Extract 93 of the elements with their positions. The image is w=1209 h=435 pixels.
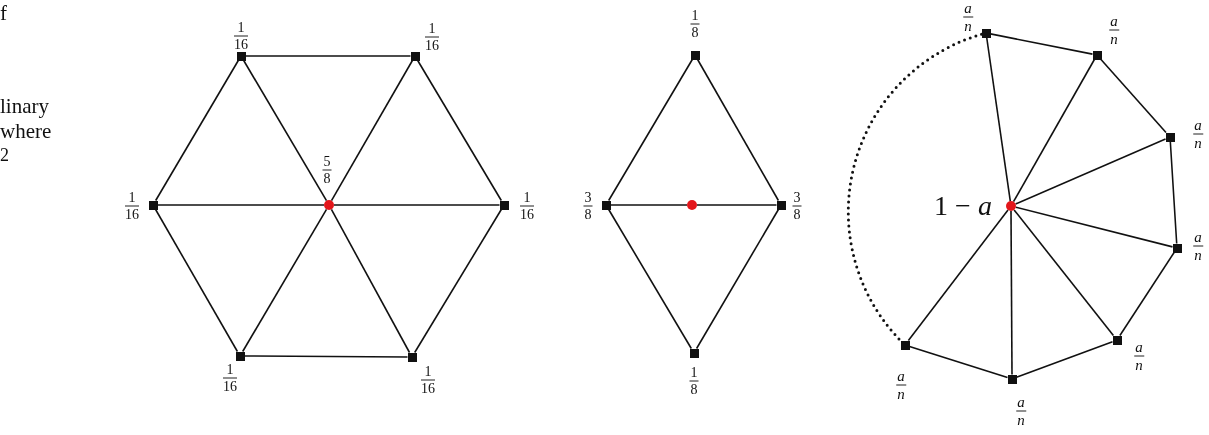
graph-edge: [1015, 340, 1114, 379]
vertex-marker: [981, 28, 991, 38]
graph-edge: [1015, 206, 1174, 248]
graph-edge: [416, 59, 503, 202]
fraction-numerator: 1: [234, 20, 248, 37]
graph-edge: [907, 209, 1009, 342]
text-fragment: f: [0, 3, 7, 24]
fraction-denominator: 16: [125, 206, 139, 222]
vertex-marker: [407, 352, 417, 362]
vertex-marker: [776, 200, 786, 210]
graph-edge: [607, 208, 693, 350]
fraction-numerator: a: [963, 0, 973, 18]
vertex-marker: [601, 200, 611, 210]
graph-edge: [333, 204, 501, 206]
fraction-denominator: n: [1016, 411, 1026, 428]
fraction-denominator: 8: [322, 170, 332, 186]
fraction-numerator: a: [1193, 117, 1203, 135]
fraction-numerator: 1: [520, 190, 534, 207]
graph-edge: [1012, 58, 1096, 203]
vertex-marker: [690, 50, 700, 60]
fraction-denominator: 8: [792, 206, 802, 222]
graph-edge: [154, 208, 239, 353]
center-dot: [324, 200, 334, 210]
center-dot: [1006, 201, 1016, 211]
fraction-numerator: 1: [223, 362, 237, 379]
graph-edge: [607, 58, 694, 202]
vertex-marker: [1165, 132, 1175, 142]
weight-label: 1 − a: [934, 192, 992, 220]
text-fragment: where: [0, 121, 52, 142]
vertex-marker: [900, 340, 910, 350]
fraction-numerator: 1: [690, 8, 700, 25]
graph-edge: [1119, 251, 1175, 337]
graph-edge: [696, 58, 780, 202]
graph-edge: [154, 59, 240, 202]
fraction-numerator: 5: [322, 154, 332, 171]
graph-edge: [330, 59, 414, 202]
vertex-marker: [235, 351, 245, 361]
fraction-numerator: 1: [421, 364, 435, 381]
graph-edge: [695, 208, 780, 350]
text-fragment: 2: [0, 146, 9, 164]
fraction-denominator: 16: [223, 378, 237, 394]
fraction-numerator: 3: [792, 190, 802, 207]
fraction-denominator: n: [1109, 30, 1119, 47]
fraction-denominator: n: [1134, 356, 1144, 373]
fraction-denominator: n: [896, 385, 906, 402]
graph-edge: [243, 355, 409, 358]
graph-edge: [242, 59, 328, 202]
vertex-marker: [1007, 374, 1017, 384]
fraction-numerator: a: [1134, 339, 1144, 357]
fraction-denominator: 8: [689, 381, 699, 397]
fraction-numerator: a: [896, 368, 906, 386]
fraction-numerator: 3: [583, 190, 593, 207]
fraction-denominator: n: [1193, 246, 1203, 263]
graph-edge: [241, 208, 328, 353]
fraction-numerator: 1: [425, 21, 439, 38]
fraction-denominator: 8: [690, 24, 700, 40]
fraction-numerator: 1: [689, 365, 699, 382]
text-fragment: linary: [0, 96, 49, 117]
graph-edge: [985, 36, 1012, 202]
vertex-marker: [499, 200, 509, 210]
graph-edge: [156, 204, 325, 206]
vertex-marker: [1172, 243, 1182, 253]
fraction-denominator: 16: [234, 36, 248, 52]
graph-edge: [244, 55, 412, 57]
fraction-numerator: a: [1109, 13, 1119, 31]
fraction-denominator: 16: [421, 380, 435, 396]
fraction-denominator: n: [963, 17, 973, 34]
fraction-denominator: 8: [583, 206, 593, 222]
graph-edge: [413, 208, 503, 354]
graph-edge: [330, 208, 411, 354]
vertex-marker: [689, 348, 699, 358]
dotted-arc: [846, 32, 983, 343]
graph-edge: [1010, 210, 1013, 376]
fraction-numerator: 1: [125, 190, 139, 207]
graph-edge: [1014, 138, 1167, 205]
graph-edge: [908, 345, 1009, 379]
graph-edge: [696, 204, 778, 206]
fraction-denominator: n: [1193, 134, 1203, 151]
graph-edge: [1100, 58, 1167, 134]
graph-edge: [609, 204, 688, 206]
vertex-marker: [148, 200, 158, 210]
graph-edge: [1169, 140, 1178, 245]
graph-edge: [1013, 209, 1115, 337]
graph-edge: [989, 33, 1094, 55]
fraction-denominator: 16: [520, 206, 534, 222]
vertex-marker: [1112, 335, 1122, 345]
fraction-denominator: 16: [425, 37, 439, 53]
vertex-marker: [236, 51, 246, 61]
fraction-numerator: a: [1016, 394, 1026, 412]
vertex-marker: [1092, 50, 1102, 60]
fraction-numerator: a: [1193, 229, 1203, 247]
center-dot: [687, 200, 697, 210]
vertex-marker: [410, 51, 420, 61]
